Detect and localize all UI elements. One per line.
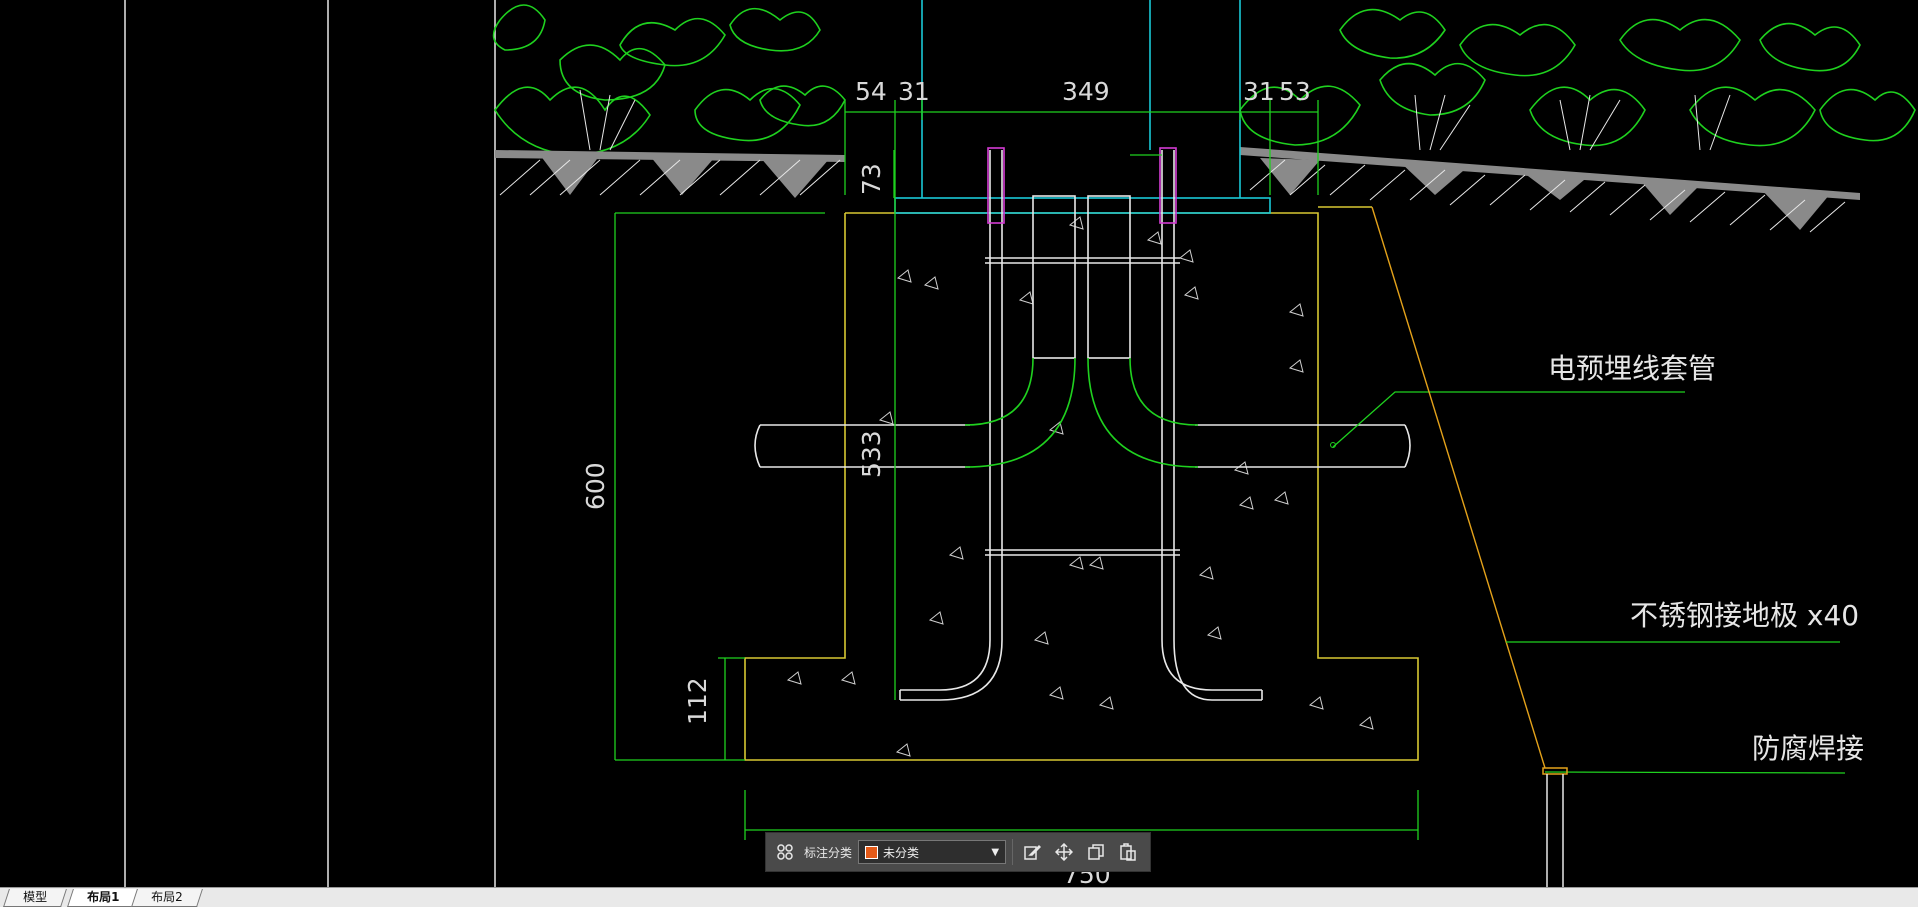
- paste-icon[interactable]: [1115, 839, 1141, 865]
- chevron-down-icon: ▼: [991, 846, 1000, 858]
- dim-112: 112: [683, 677, 712, 725]
- dimension-texts: 54 31 349 31 53 73 600 533 112 750: [581, 77, 1311, 889]
- dim-73: 73: [857, 163, 886, 195]
- dim-31-right: 31: [1243, 77, 1275, 106]
- shrub-symbols: [492, 4, 1916, 156]
- ground-surface: [495, 147, 1860, 233]
- category-dropdown[interactable]: 未分类 ▼: [858, 840, 1007, 864]
- conduit-bends: [964, 357, 1199, 468]
- annotation-leaders: [1330, 206, 1846, 887]
- anchor-bolt-caps: [987, 147, 1177, 224]
- edit-icon[interactable]: [1019, 839, 1045, 865]
- dim-54: 54: [855, 77, 887, 106]
- grid-icon[interactable]: [772, 839, 798, 865]
- toolbar-separator: [1012, 839, 1014, 865]
- viewport-frame: [124, 0, 496, 887]
- category-value: 未分类: [883, 845, 920, 860]
- dim-600: 600: [581, 462, 610, 510]
- anchor-bolts: [899, 150, 1263, 701]
- annotation-toolbar: 标注分类 未分类 ▼: [765, 832, 1151, 872]
- dimension-lines: [614, 100, 1419, 840]
- category-label: 标注分类: [804, 845, 853, 860]
- dim-53: 53: [1279, 77, 1311, 106]
- tab-model[interactable]: 模型: [3, 889, 67, 907]
- category-color-swatch: [865, 845, 879, 859]
- layout-tab-bar: 模型 布局1 布局2: [0, 887, 1918, 907]
- concrete-aggregate: [786, 216, 1374, 757]
- dim-349: 349: [1062, 77, 1110, 106]
- dim-31-left: 31: [898, 77, 930, 106]
- tab-layout-1[interactable]: 布局1: [67, 889, 140, 907]
- footing-outline: [744, 212, 1419, 761]
- tab-layout-2[interactable]: 布局2: [131, 889, 203, 907]
- label-conduit: 电预埋线套管: [1548, 352, 1716, 385]
- post-and-base-plate: [894, 0, 1271, 214]
- copy-icon[interactable]: [1083, 839, 1109, 865]
- label-ground-rod: 不锈钢接地极 x40: [1630, 599, 1859, 632]
- dim-533: 533: [857, 430, 886, 478]
- move-icon[interactable]: [1051, 839, 1077, 865]
- conduit-pipes: [754, 195, 1411, 468]
- cad-drawing: 54 31 349 31 53 73 600 533 112 750 电预埋线套…: [124, 0, 1916, 889]
- shrub-branches: [579, 89, 1731, 151]
- label-anticorrosion-weld: 防腐焊接: [1752, 732, 1864, 765]
